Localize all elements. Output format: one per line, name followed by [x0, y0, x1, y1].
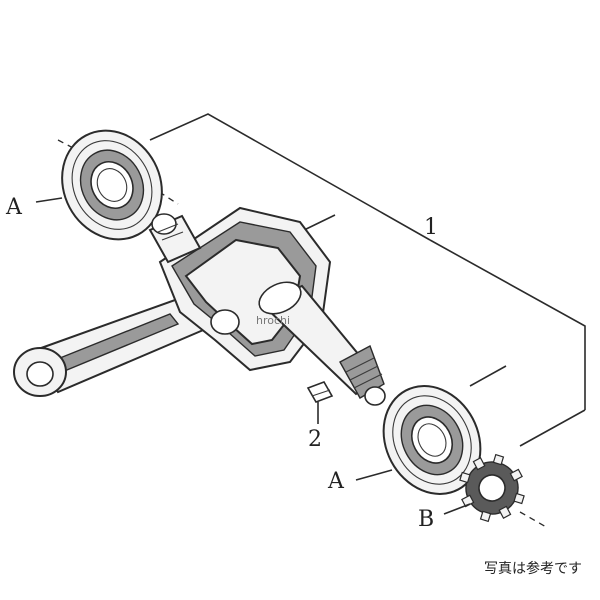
label-bearing-upper: A: [5, 195, 23, 220]
woodruff-key: [306, 381, 334, 403]
crank-shaft: [258, 281, 386, 406]
bearing-upper: [61, 129, 163, 241]
label-part-2: 2: [308, 427, 322, 452]
reference-note: 写真は参考です: [484, 561, 582, 577]
timing-sprocket: [459, 453, 525, 523]
leader-line-bearing-upper: [35, 197, 63, 203]
leader-line-bearing-lower: [355, 469, 393, 481]
leader-line-sprocket: [443, 503, 471, 515]
label-part-1: 1: [424, 215, 438, 240]
watermark-text: hrochi: [256, 314, 290, 327]
shaft-left-stub: [148, 213, 202, 264]
connecting-rod: [13, 298, 210, 397]
label-bearing-lower: A: [327, 469, 345, 494]
label-sprocket: B: [418, 507, 434, 532]
bearing-lower: [382, 385, 482, 495]
